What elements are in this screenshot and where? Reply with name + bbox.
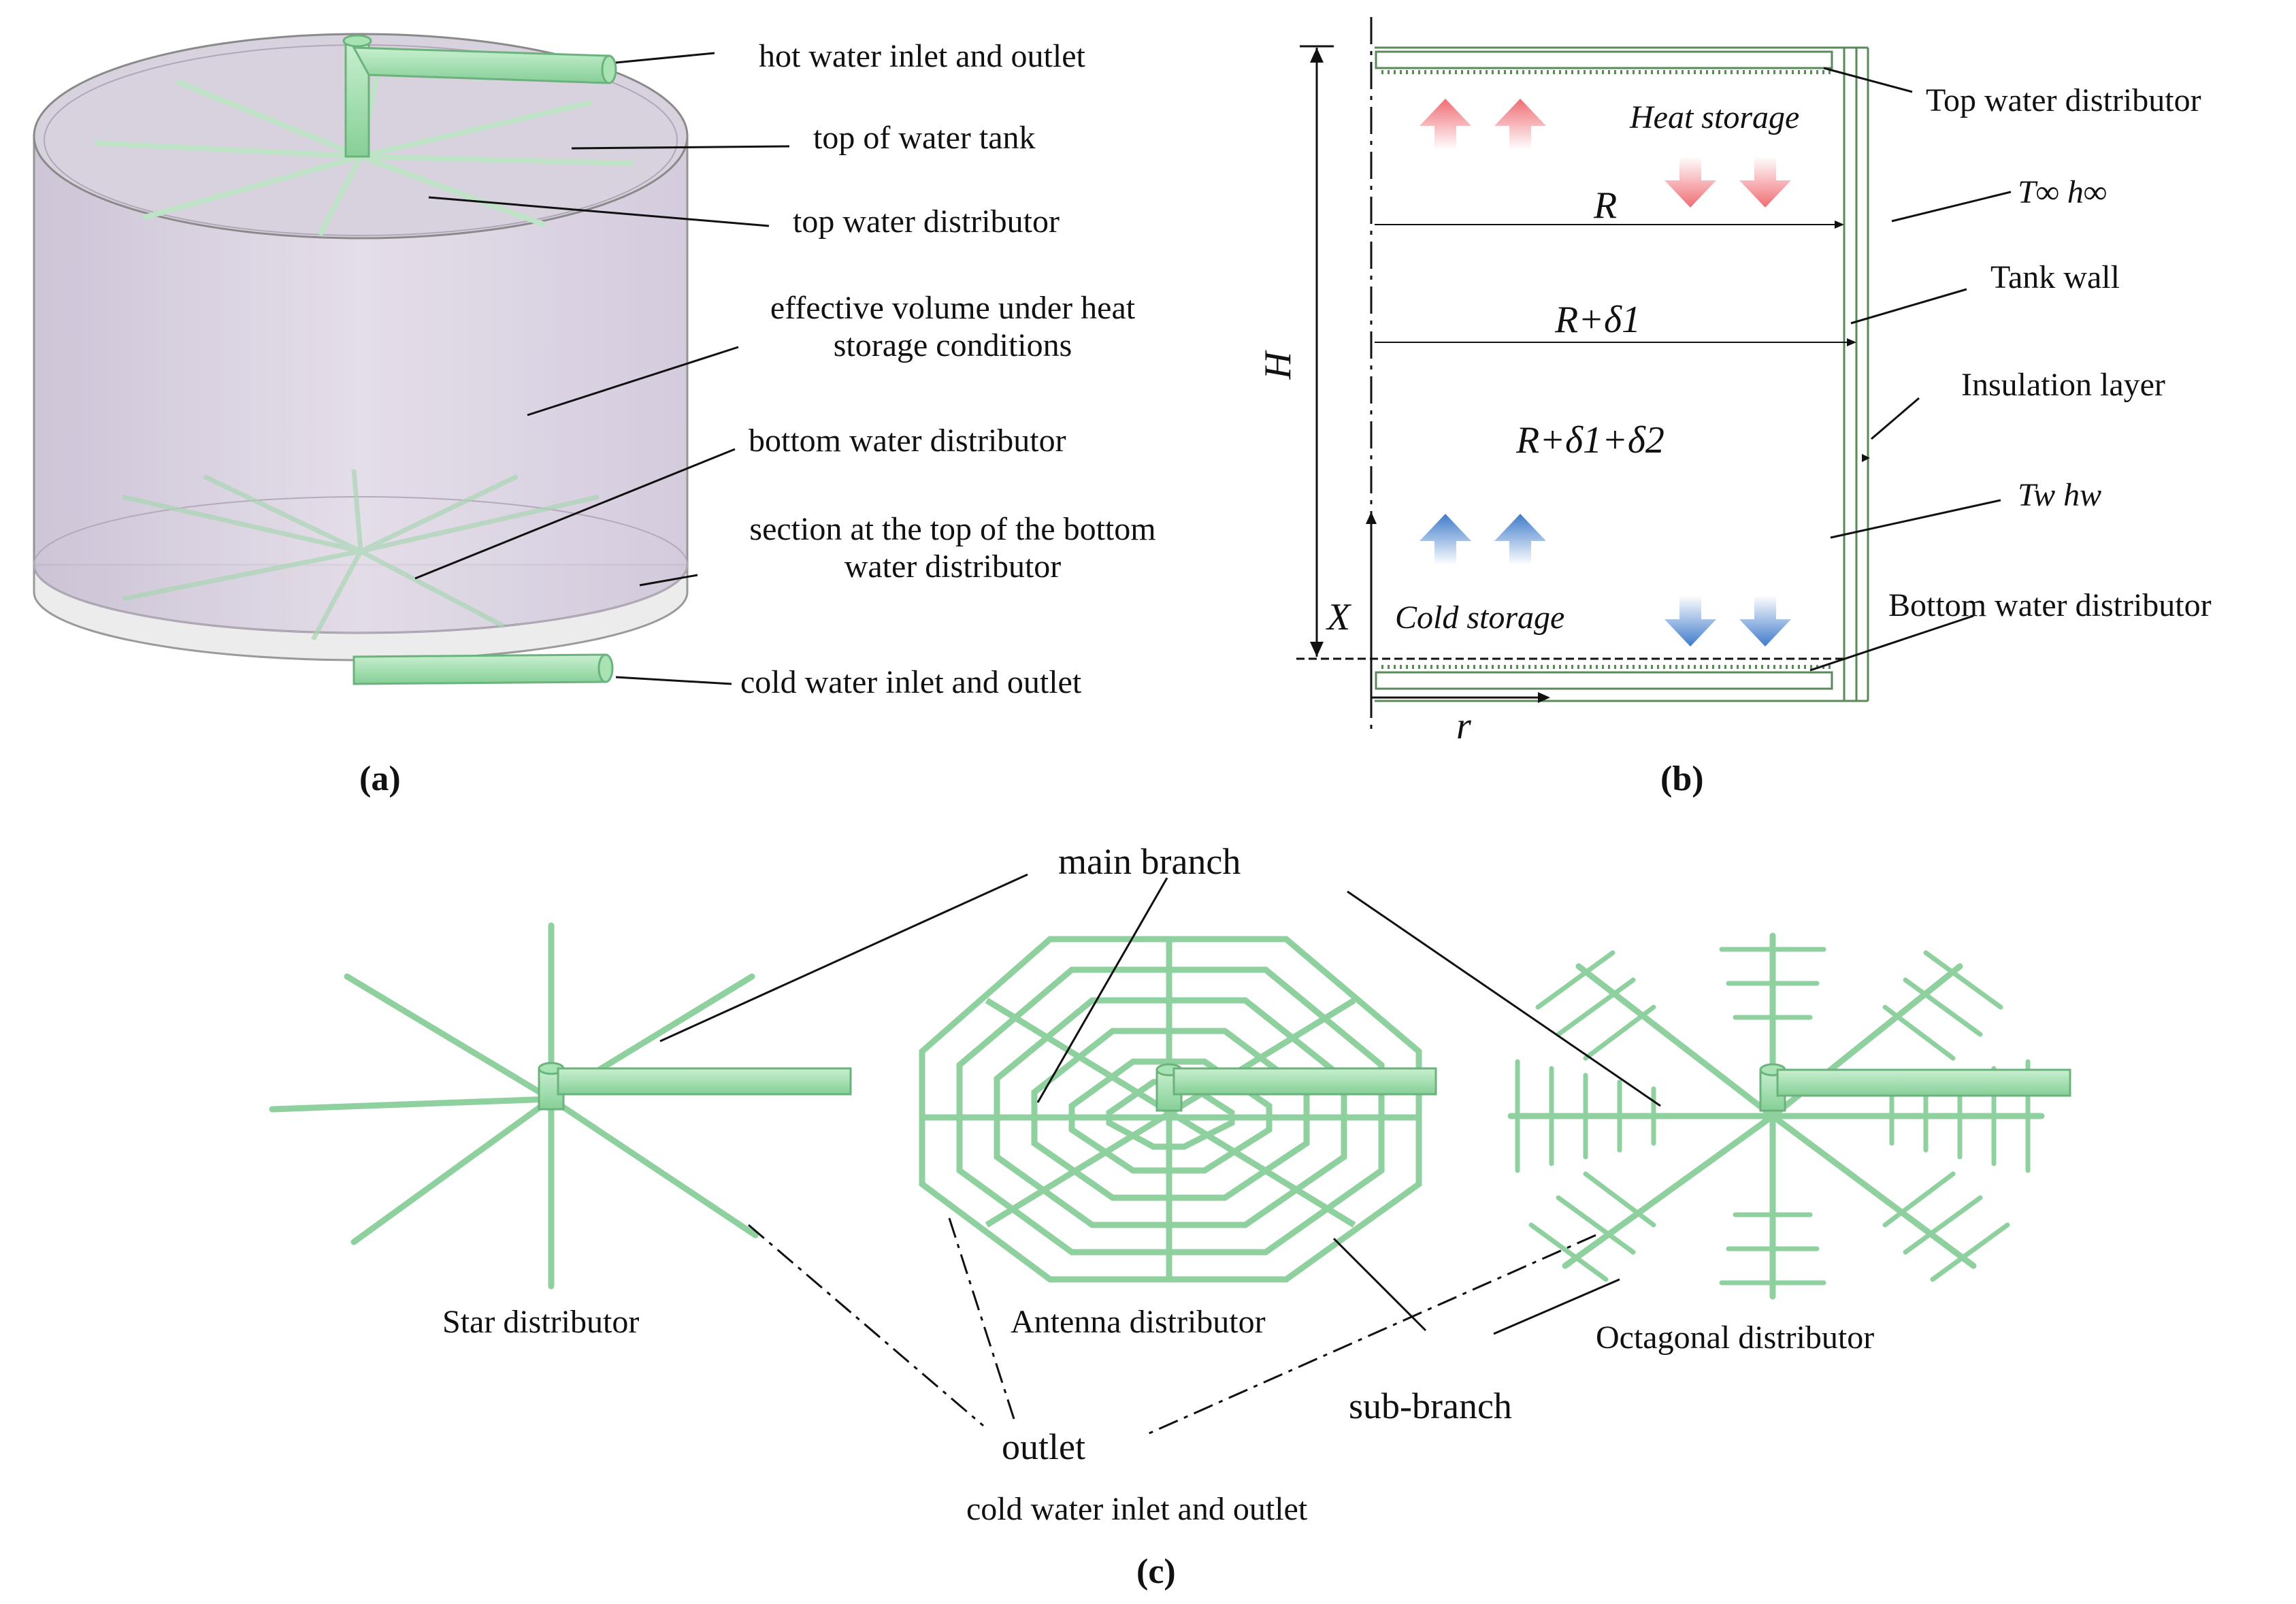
label-outlet: outlet xyxy=(1002,1426,1085,1467)
tank-wall-lines xyxy=(1375,46,1869,702)
R-delta1-arrowhead xyxy=(1847,338,1856,346)
heat-arrows-up xyxy=(1420,99,1546,150)
label-antenna: Antenna distributor xyxy=(1011,1304,1266,1340)
cold-pipe-end xyxy=(597,653,614,683)
label-octagonal: Octagonal distributor xyxy=(1596,1320,1875,1356)
label-effective-volume-line2: storage conditions xyxy=(833,327,1072,364)
bottom-distributor-drawing xyxy=(122,469,600,641)
label-R-delta1: R+δ1 xyxy=(1555,299,1641,341)
heat-arrows-down xyxy=(1664,157,1791,208)
label-cold-inlet-c: cold water inlet and outlet xyxy=(966,1491,1308,1527)
cold-pipe xyxy=(352,653,607,685)
bottom-distributor-schematic xyxy=(1375,671,1833,690)
label-tank-wall: Tank wall xyxy=(1990,259,2120,295)
X-arrowhead xyxy=(1366,512,1377,524)
H-arrow-bottom xyxy=(1310,642,1324,657)
antenna-distributor-drawing xyxy=(919,936,1422,1283)
label-X: X xyxy=(1327,596,1351,638)
label-hot-inlet: hot water inlet and outlet xyxy=(759,38,1085,74)
panel-c-distributors xyxy=(269,873,2071,1437)
panel-b-leaders xyxy=(1809,67,2012,672)
label-r: r xyxy=(1456,705,1471,747)
label-section-line2: water distributor xyxy=(844,549,1062,585)
R-arrowhead xyxy=(1835,220,1844,229)
panel-a-tank xyxy=(33,33,790,685)
label-T-inf: T∞ h∞ xyxy=(2018,174,2108,210)
octagonal-hub xyxy=(1759,1063,2071,1112)
panel-b-schematic xyxy=(1296,17,2012,735)
label-tank-top: top of water tank xyxy=(813,120,1036,156)
cold-arrows-up xyxy=(1420,514,1546,565)
R-delta12-arrowhead xyxy=(1862,454,1870,462)
hot-pipe-end xyxy=(601,54,617,84)
label-Tw: Tw hw xyxy=(2018,477,2102,513)
hot-pipe-cap xyxy=(342,34,372,48)
label-top-distributor-a: top water distributor xyxy=(793,203,1060,240)
label-effective-volume: effective volume under heat storage cond… xyxy=(701,289,1204,364)
star-hub xyxy=(538,1062,852,1111)
label-bottom-distributor-a: bottom water distributor xyxy=(749,423,1066,459)
caption-b: (b) xyxy=(1660,759,1704,798)
label-bottom-distributor-b: Bottom water distributor xyxy=(1888,587,2212,623)
bottom-section-ellipse xyxy=(33,496,688,634)
antenna-hub xyxy=(1155,1063,1437,1112)
outlet-leaders xyxy=(748,1217,1596,1437)
caption-c: (c) xyxy=(1136,1552,1176,1591)
label-H: H xyxy=(1257,351,1300,380)
label-effective-volume-line1: effective volume under heat xyxy=(770,290,1136,326)
label-insulation: Insulation layer xyxy=(1961,367,2165,403)
octagonal-distributor-drawing xyxy=(1507,932,2045,1300)
label-R: R xyxy=(1594,184,1618,227)
label-top-distributor-b: Top water distributor xyxy=(1926,82,2201,118)
label-R-delta12: R+δ1+δ2 xyxy=(1516,419,1664,461)
top-distributor-schematic xyxy=(1375,50,1833,69)
panel-c-leaders xyxy=(659,873,1661,1335)
caption-a: (a) xyxy=(359,759,401,798)
label-star: Star distributor xyxy=(442,1304,640,1340)
label-section: section at the top of the bottom water d… xyxy=(701,510,1204,585)
label-sub-branch: sub-branch xyxy=(1349,1386,1512,1426)
label-heat-storage: Heat storage xyxy=(1630,99,1800,135)
r-arrowhead xyxy=(1538,692,1550,703)
label-cold-storage: Cold storage xyxy=(1395,600,1565,636)
H-arrow-top xyxy=(1310,48,1324,63)
label-cold-inlet-a: cold water inlet and outlet xyxy=(740,664,1082,700)
cold-arrows-down xyxy=(1664,595,1791,646)
label-section-line1: section at the top of the bottom xyxy=(749,511,1156,547)
panel-a-leaders xyxy=(414,52,790,685)
label-main-branch: main branch xyxy=(1058,841,1241,882)
star-distributor-drawing xyxy=(269,922,759,1290)
